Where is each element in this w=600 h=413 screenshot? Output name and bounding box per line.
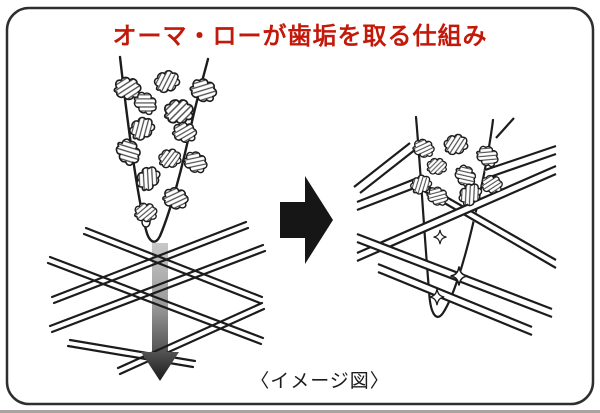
caption: 〈イメージ図〉 <box>250 371 390 392</box>
fiber-band-icon <box>359 148 417 194</box>
fiber-band-icon <box>377 270 533 337</box>
down-gradient-arrow-head-icon <box>141 352 179 381</box>
fiber-band-icon <box>484 144 557 172</box>
panel-before <box>46 55 267 381</box>
fiber-band-icon <box>356 164 557 255</box>
right-arrow-icon <box>280 176 333 264</box>
frame-border <box>5 6 595 406</box>
fiber-band-icon <box>356 240 553 319</box>
fiber-band-icon <box>495 117 515 139</box>
fiber-band-icon <box>353 142 411 188</box>
fiber-band-icon <box>486 152 557 180</box>
fiber-band-icon <box>356 232 553 311</box>
diagram-title: オーマ・ローが歯垢を取る仕組み <box>112 23 488 50</box>
fiber-mesh-icon <box>46 220 267 376</box>
panel-after <box>353 115 559 337</box>
scan-edge <box>0 410 600 413</box>
fiber-band-icon <box>377 262 533 329</box>
